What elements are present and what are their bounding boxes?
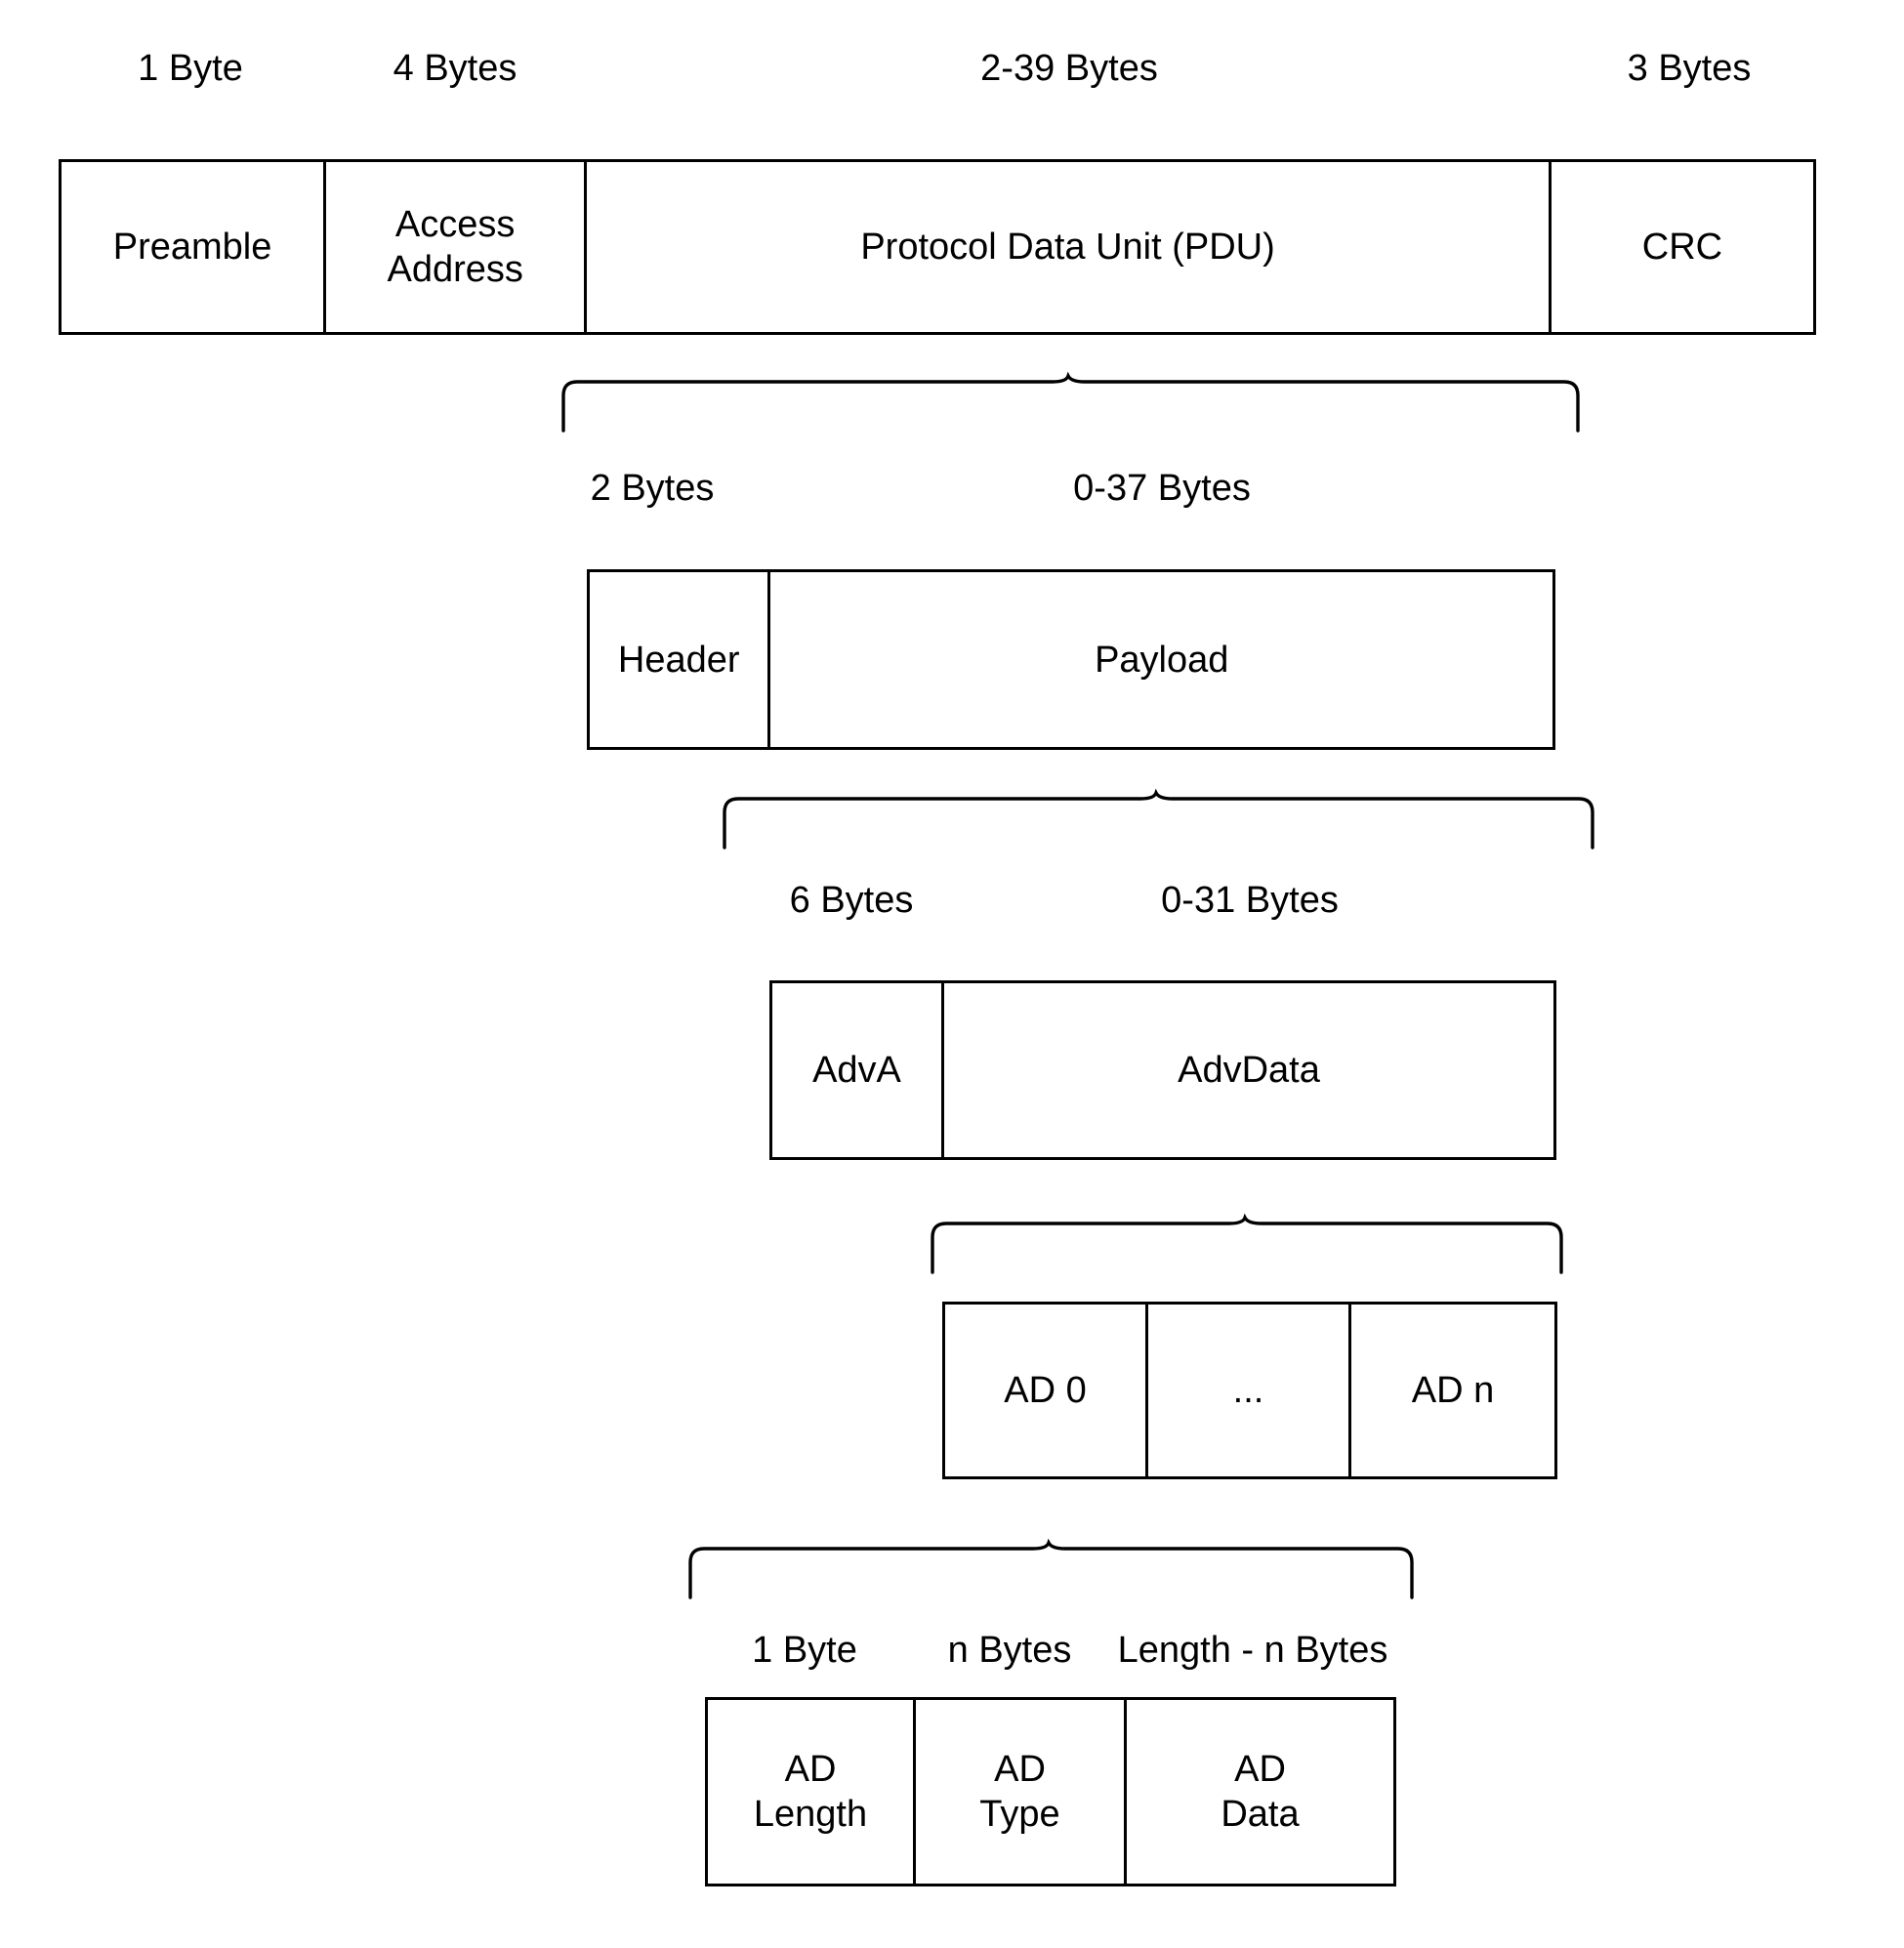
cell-ad-n-label: AD n bbox=[1411, 1370, 1495, 1411]
row-ad-structure: AD Length AD Type AD Data bbox=[705, 1697, 1396, 1886]
cell-preamble-label: Preamble bbox=[112, 227, 272, 268]
cell-ad-0: AD 0 bbox=[945, 1305, 1149, 1476]
cell-preamble: Preamble bbox=[62, 162, 327, 332]
cell-access-address-line1: Access bbox=[394, 204, 516, 245]
cell-ad-data: AD Data bbox=[1127, 1700, 1393, 1884]
brace-payload bbox=[718, 788, 1606, 850]
cell-ad-type-line2: Type bbox=[979, 1794, 1060, 1835]
cell-crc: CRC bbox=[1551, 162, 1813, 332]
size-label-pdu: 2-39 Bytes bbox=[980, 48, 1158, 89]
cell-access-address: Access Address bbox=[326, 162, 588, 332]
cell-payload: Payload bbox=[770, 572, 1552, 747]
cell-header-label: Header bbox=[617, 639, 740, 681]
cell-advdata: AdvData bbox=[944, 983, 1553, 1157]
cell-access-address-line2: Address bbox=[387, 249, 523, 290]
cell-pdu-label: Protocol Data Unit (PDU) bbox=[860, 227, 1275, 268]
cell-ad-length-line1: AD bbox=[784, 1749, 837, 1790]
cell-payload-label: Payload bbox=[1095, 639, 1229, 681]
size-label-ad-data: Length - n Bytes bbox=[1117, 1630, 1388, 1671]
cell-ad-0-label: AD 0 bbox=[1004, 1370, 1087, 1411]
size-label-ad-type: n Bytes bbox=[947, 1630, 1072, 1671]
cell-adva: AdvA bbox=[772, 983, 944, 1157]
size-label-adva: 6 Bytes bbox=[789, 880, 914, 921]
cell-pdu: Protocol Data Unit (PDU) bbox=[587, 162, 1552, 332]
brace-pdu bbox=[557, 371, 1592, 433]
row-advdata: AD 0 ... AD n bbox=[942, 1302, 1557, 1479]
row-pdu: Header Payload bbox=[587, 569, 1555, 750]
size-label-preamble: 1 Byte bbox=[138, 48, 243, 89]
cell-advdata-label: AdvData bbox=[1178, 1050, 1320, 1091]
size-label-access-address: 4 Bytes bbox=[393, 48, 517, 89]
size-label-payload: 0-37 Bytes bbox=[1073, 468, 1251, 509]
cell-ad-ellipsis: ... bbox=[1148, 1305, 1352, 1476]
size-label-crc: 3 Bytes bbox=[1627, 48, 1752, 89]
row-payload: AdvA AdvData bbox=[769, 980, 1556, 1160]
size-label-ad-length: 1 Byte bbox=[752, 1630, 857, 1671]
cell-ad-n: AD n bbox=[1351, 1305, 1555, 1476]
cell-adva-label: AdvA bbox=[812, 1050, 901, 1091]
size-label-advdata: 0-31 Bytes bbox=[1161, 880, 1339, 921]
cell-ad-length-line2: Length bbox=[753, 1794, 868, 1835]
brace-ad-structure bbox=[683, 1538, 1426, 1599]
row-link-layer-packet: Preamble Access Address Protocol Data Un… bbox=[59, 159, 1816, 335]
cell-crc-label: CRC bbox=[1641, 227, 1723, 268]
cell-header: Header bbox=[590, 572, 771, 747]
cell-ad-type-line1: AD bbox=[994, 1749, 1046, 1790]
cell-ad-length: AD Length bbox=[708, 1700, 916, 1884]
size-label-header: 2 Bytes bbox=[590, 468, 715, 509]
cell-ad-data-line2: Data bbox=[1221, 1794, 1300, 1835]
cell-ad-data-line1: AD bbox=[1234, 1749, 1286, 1790]
brace-advdata bbox=[926, 1213, 1575, 1274]
cell-ad-ellipsis-label: ... bbox=[1232, 1370, 1264, 1411]
cell-ad-type: AD Type bbox=[916, 1700, 1127, 1884]
